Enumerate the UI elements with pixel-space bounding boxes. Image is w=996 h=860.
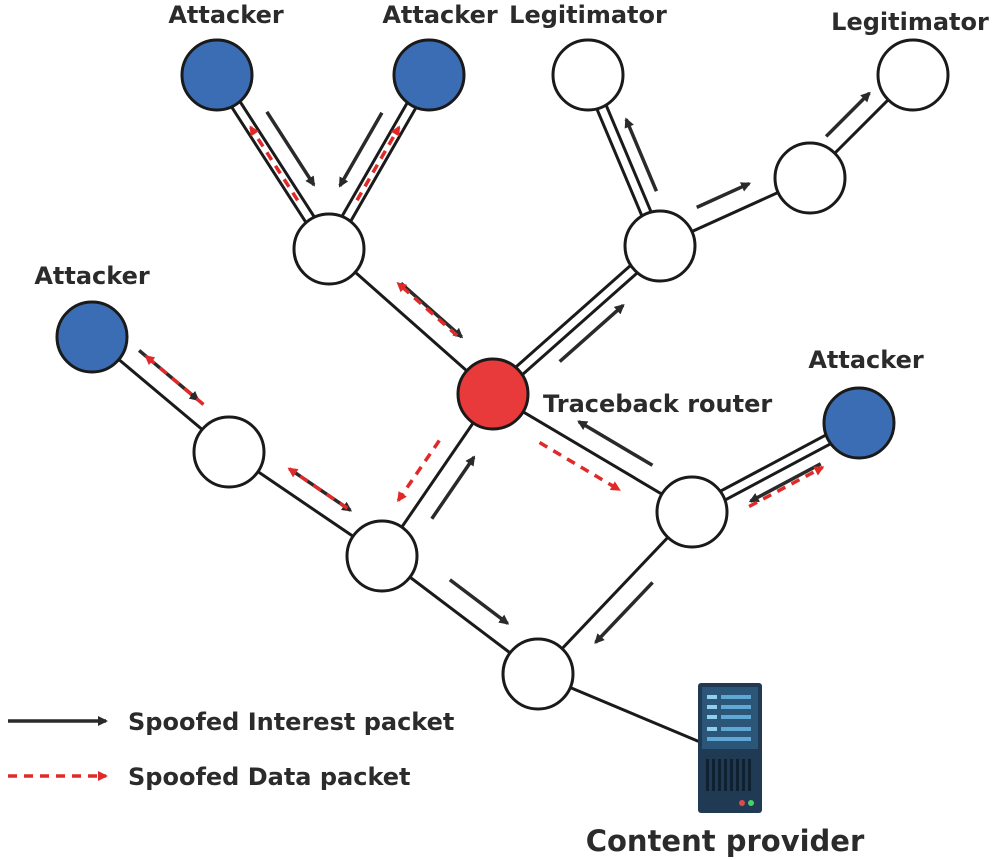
interest-arrow [430,455,476,520]
data-arrow [538,441,621,492]
link-tr-u2 [495,248,665,399]
interest-arrow [558,304,625,363]
data-arrow [249,125,300,202]
data-arrow [748,465,825,509]
legend-interest-label: Spoofed Interest packet [128,708,454,736]
data-arrow [355,125,401,202]
interest-arrow [338,111,384,188]
traceback-router-node-tr [456,357,530,431]
interest-arrow [696,181,752,209]
legitimator-label-right: Legitimator [831,8,989,36]
attacker-label-top-left: Attacker [168,1,284,29]
router-node-l2 [876,38,950,112]
data-arrow [144,354,205,406]
router-node-l1 [551,38,625,112]
link-m2-b [536,510,694,676]
legend: Spoofed Interest packet Spoofed Data pac… [8,708,454,791]
attacker-node-a3 [55,300,129,374]
interest-arrow [399,281,464,339]
content-provider-label: Content provider [586,824,865,858]
interest-arrow [448,578,510,625]
attacker-node-a1 [180,38,254,112]
interest-arrow [748,462,822,503]
packet-arrows [137,91,871,644]
link-tr-u2-b [488,241,658,392]
router-node-m2 [655,475,729,549]
attacker-label-left: Attacker [34,262,150,290]
data-arrow [287,467,349,510]
interest-arrow [624,117,659,192]
attacker-label-right: Attacker [808,346,924,374]
interest-arrow [824,91,871,138]
server-icon [698,683,762,813]
router-node-b [501,637,575,711]
attacker-node-a4 [822,386,896,460]
interest-arrow [577,420,654,467]
attacker-node-a2 [392,38,466,112]
router-node-u1 [292,212,366,286]
interest-arrow [594,581,654,644]
attacker-label-top-right: Attacker [382,1,498,29]
router-node-u2 [623,209,697,283]
interest-arrow [265,110,316,187]
router-node-m1 [192,415,266,489]
link-tr-m2 [492,392,693,514]
data-arrow [396,281,459,337]
network-nodes [55,38,950,711]
router-node-m3 [345,519,419,593]
router-node-r1 [773,141,847,215]
legitimator-label-left: Legitimator [509,1,667,29]
traceback-router-label: Traceback router [543,390,772,418]
legend-data-label: Spoofed Data packet [128,763,411,791]
data-arrow [396,439,441,503]
